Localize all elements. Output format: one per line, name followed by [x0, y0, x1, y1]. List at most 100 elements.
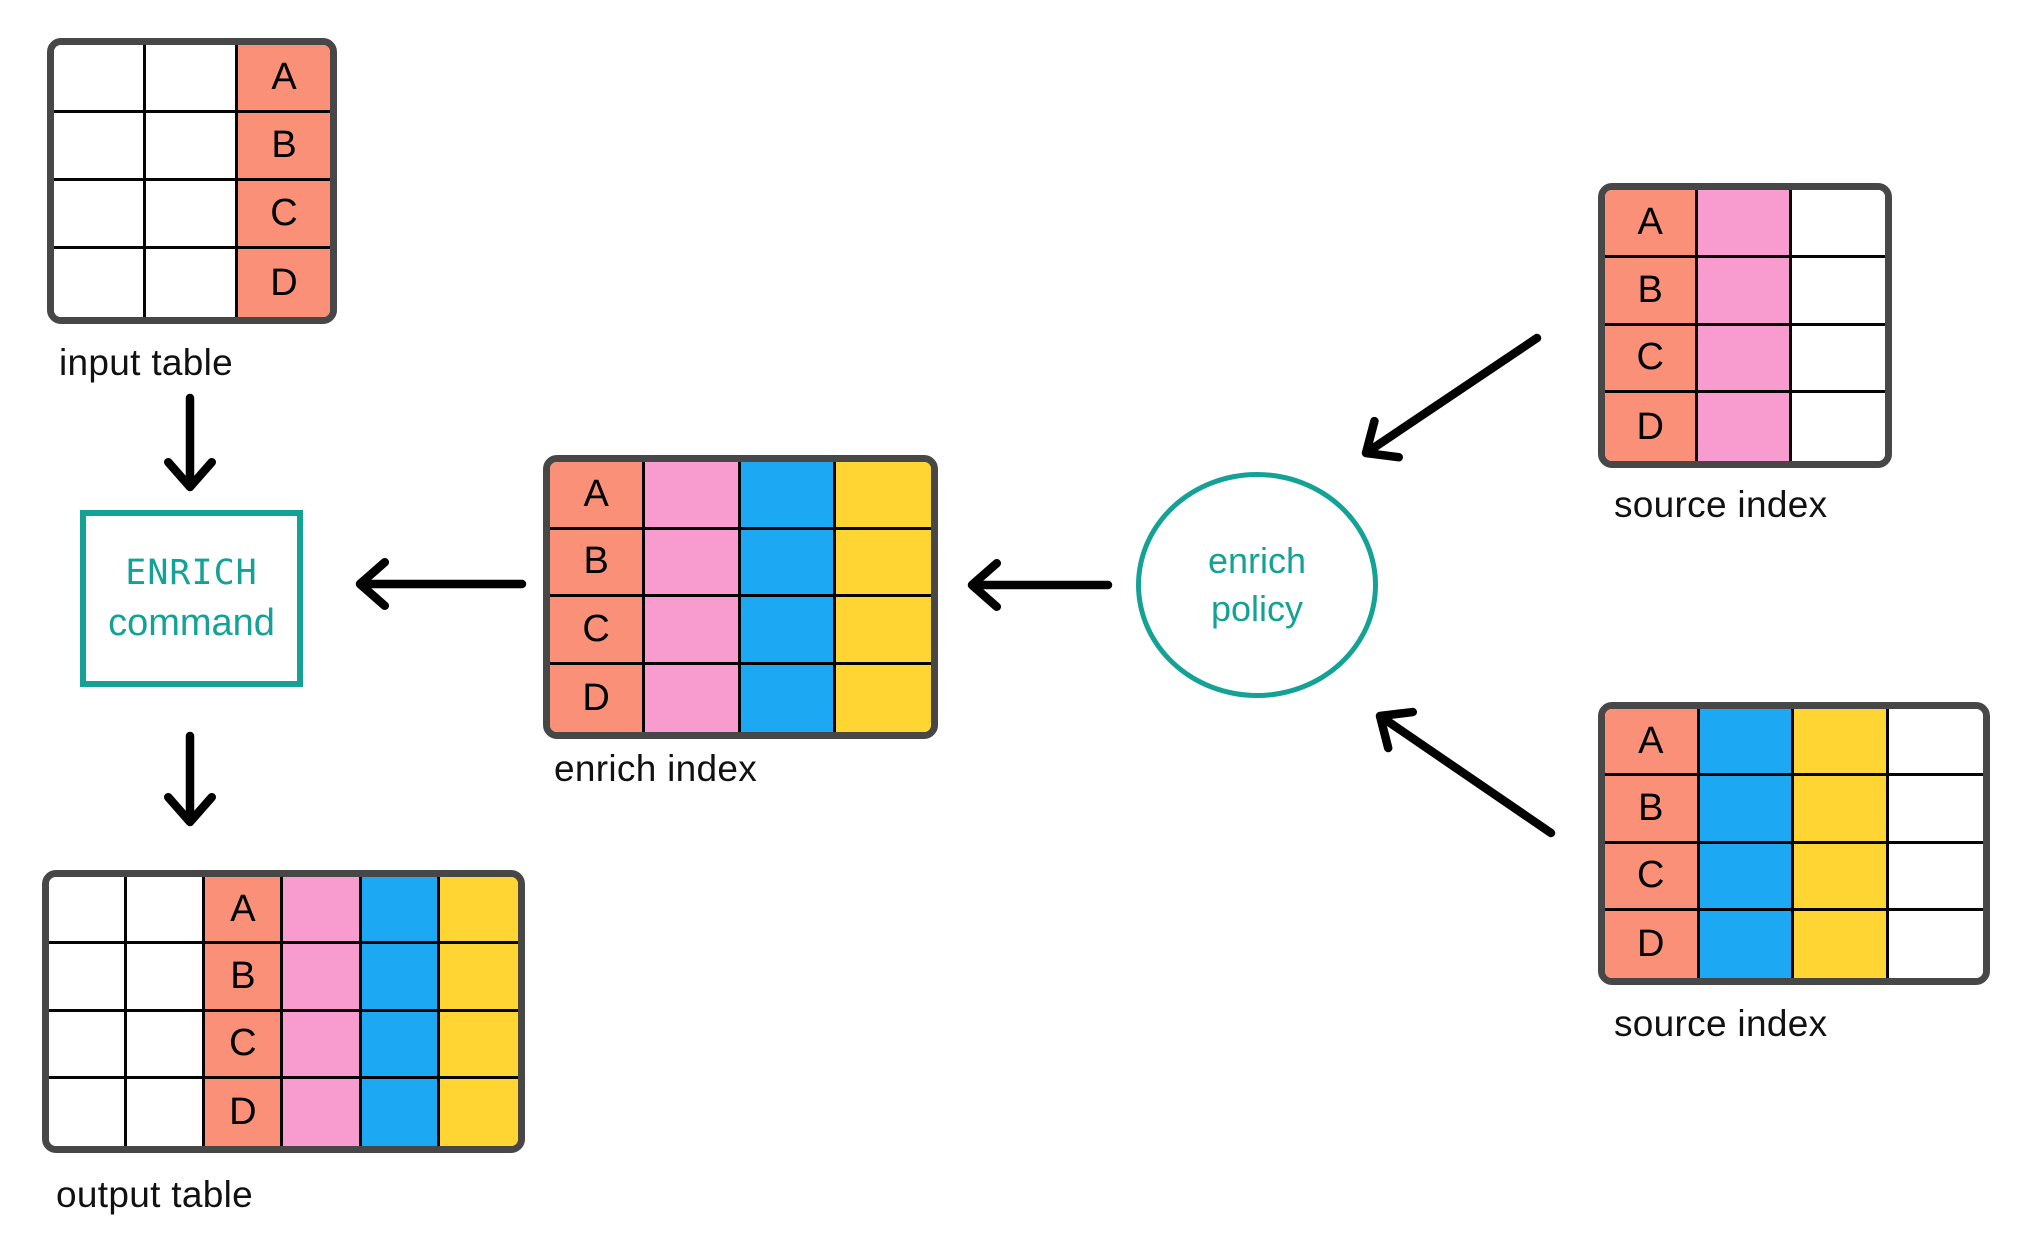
empty-cell [1791, 190, 1885, 258]
value-cell [1794, 709, 1889, 777]
empty-cell [127, 944, 206, 1012]
source-index-top-label: source index [1614, 484, 1828, 525]
arrow-source-top-to-policy [1361, 333, 1542, 462]
enrich-command-keyword: ENRICH [125, 552, 258, 593]
empty-cell [54, 45, 146, 113]
key-cell: D [1605, 393, 1699, 461]
output-table-label: output table [56, 1174, 253, 1215]
key-cell: A [550, 462, 646, 530]
key-cell: A [1605, 190, 1699, 258]
value-cell [283, 944, 362, 1012]
empty-cell [127, 1078, 206, 1146]
value-cell [283, 1011, 362, 1079]
value-cell [740, 597, 836, 665]
key-cell: D [550, 664, 646, 732]
value-cell [1698, 190, 1792, 258]
key-cell: C [205, 1011, 284, 1079]
empty-cell [146, 249, 238, 317]
empty-cell [127, 877, 206, 945]
value-cell [283, 1078, 362, 1146]
value-cell [645, 529, 741, 597]
empty-cell [1791, 393, 1885, 461]
value-cell [1699, 776, 1794, 844]
arrow-index-to-command [355, 557, 527, 611]
empty-cell [1888, 910, 1983, 978]
key-cell: B [238, 113, 330, 181]
arrow-source-bottom-to-policy [1375, 707, 1556, 838]
empty-cell [49, 944, 128, 1012]
key-cell: D [205, 1078, 284, 1146]
value-cell [1794, 910, 1889, 978]
value-cell [1698, 393, 1792, 461]
key-cell: B [550, 529, 646, 597]
enrich-policy-line1: enrich [1207, 540, 1307, 582]
empty-cell [49, 1011, 128, 1079]
key-cell: A [238, 45, 330, 113]
value-cell [361, 944, 440, 1012]
value-cell [835, 664, 931, 732]
value-cell [835, 597, 931, 665]
input-table-label: input table [59, 342, 234, 383]
empty-cell [146, 113, 238, 181]
value-cell [1699, 910, 1794, 978]
value-cell [1794, 843, 1889, 911]
value-cell [1698, 325, 1792, 394]
arrow-command-to-output [163, 731, 217, 827]
key-cell: C [238, 181, 330, 249]
value-cell [835, 529, 931, 597]
value-cell [439, 877, 518, 945]
empty-cell [54, 181, 146, 249]
empty-cell [1888, 843, 1983, 911]
value-cell [645, 664, 741, 732]
value-cell [439, 944, 518, 1012]
empty-cell [1888, 709, 1983, 777]
value-cell [439, 1011, 518, 1079]
value-cell [645, 462, 741, 530]
key-cell: C [1605, 325, 1699, 394]
key-cell: B [1605, 257, 1699, 326]
value-cell [283, 877, 362, 945]
empty-cell [1888, 776, 1983, 844]
key-cell: B [205, 944, 284, 1012]
key-cell: A [205, 877, 284, 945]
key-cell: B [1605, 776, 1700, 844]
value-cell [1699, 709, 1794, 777]
enrich-policy-circle: enrich policy [1136, 472, 1378, 698]
value-cell [1698, 257, 1792, 326]
key-cell: D [1605, 910, 1700, 978]
empty-cell [49, 877, 128, 945]
value-cell [361, 1078, 440, 1146]
value-cell [645, 597, 741, 665]
value-cell [740, 529, 836, 597]
arrow-policy-to-index [967, 558, 1113, 612]
empty-cell [54, 113, 146, 181]
empty-cell [1791, 325, 1885, 394]
empty-cell [54, 249, 146, 317]
value-cell [835, 462, 931, 530]
enrich-command-word: command [108, 601, 275, 644]
empty-cell [127, 1011, 206, 1079]
arrow-input-to-command [163, 393, 217, 492]
value-cell [439, 1078, 518, 1146]
source-index-bottom-label: source index [1614, 1003, 1828, 1044]
key-cell: C [1605, 843, 1700, 911]
value-cell [740, 462, 836, 530]
value-cell [740, 664, 836, 732]
empty-cell [146, 181, 238, 249]
empty-cell [1791, 257, 1885, 326]
enrich-index-label: enrich index [554, 748, 758, 789]
key-cell: D [238, 249, 330, 317]
enrich-command-box: ENRICH command [80, 510, 303, 687]
enrich-policy-line2: policy [1210, 588, 1304, 629]
value-cell [1699, 843, 1794, 911]
value-cell [1794, 776, 1889, 844]
key-cell: A [1605, 709, 1700, 777]
value-cell [361, 877, 440, 945]
key-cell: C [550, 597, 646, 665]
